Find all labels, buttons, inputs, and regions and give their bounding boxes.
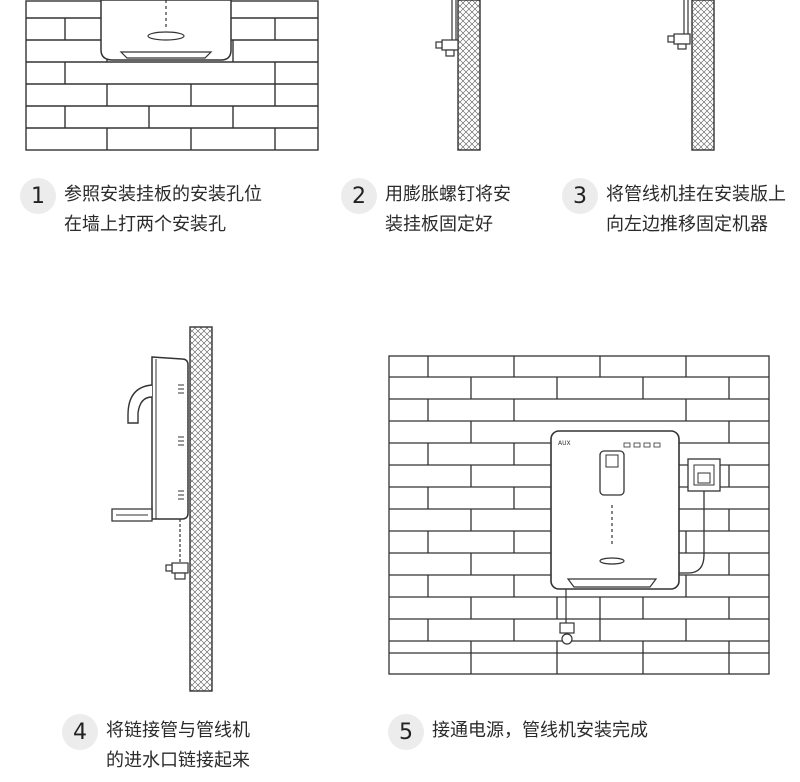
illustration-wall-side-bolt [435, 0, 481, 151]
illustration-connect-hose [111, 326, 213, 692]
step-number: 1 [20, 178, 56, 214]
step-text: 参照安装挂板的安装孔位 在墙上打两个安装孔 [64, 184, 262, 235]
step-3: 3 将管线机挂在安装版上 向左边推移固定机器 [562, 178, 786, 240]
step-1: 1 参照安装挂板的安装孔位 在墙上打两个安装孔 [20, 178, 262, 240]
step-text: 将管线机挂在安装版上 向左边推移固定机器 [606, 184, 786, 235]
step-number: 2 [341, 178, 377, 214]
illustration-wall-drilling [25, 0, 319, 151]
step-2: 2 用膨胀螺钉将安 装挂板固定好 [341, 178, 511, 240]
step-text: 接通电源，管线机安装完成 [432, 720, 648, 741]
step-4: 4 将链接管与管线机 的进水口链接起来 [62, 714, 250, 776]
step-number: 4 [62, 714, 98, 750]
brand-logo: AUX [558, 440, 571, 447]
illustration-installed-front: AUX [388, 355, 770, 675]
illustration-wall-side-hang [667, 0, 715, 151]
step-number: 5 [388, 714, 424, 750]
step-5: 5 接通电源，管线机安装完成 [388, 714, 648, 750]
step-text: 用膨胀螺钉将安 装挂板固定好 [385, 184, 511, 235]
step-number: 3 [562, 178, 598, 214]
step-text: 将链接管与管线机 的进水口链接起来 [106, 720, 250, 771]
